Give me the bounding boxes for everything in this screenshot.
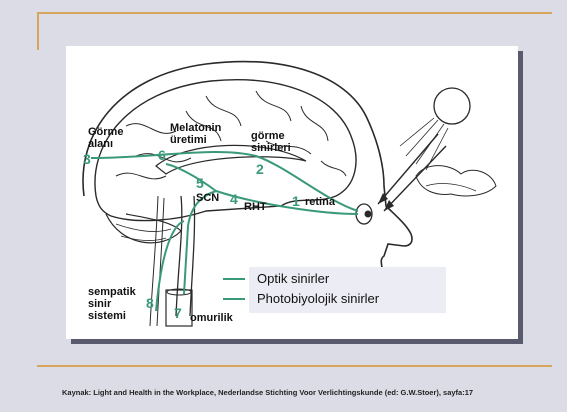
- legend-label-photo: Photobiyolojik sinirler: [257, 291, 379, 306]
- light-ray-2: [384, 146, 446, 211]
- sun: [434, 88, 470, 124]
- label-gorme-sinirleri: görme sinirleri: [251, 130, 291, 154]
- marker-4: 4: [230, 192, 238, 206]
- marker-8: 8: [146, 296, 154, 310]
- light-ray-1: [378, 134, 438, 204]
- marker-5: 5: [196, 176, 204, 190]
- marker-1: 1: [292, 194, 300, 208]
- head-outline: [83, 62, 412, 276]
- left-accent-line: [37, 12, 39, 50]
- legend-line-photo: [223, 298, 245, 300]
- label-omurilik: omurilik: [190, 312, 233, 324]
- brain-diagram: Görme alanı Melatonin üretimi görme sini…: [66, 46, 518, 339]
- top-accent-line: [37, 12, 552, 14]
- marker-6: 6: [158, 148, 166, 162]
- label-scn: SCN: [196, 192, 219, 204]
- label-rht: RHT: [244, 201, 267, 213]
- label-retina: retina: [305, 196, 335, 208]
- legend: Optik sinirler Photobiyolojik sinirler: [249, 267, 446, 313]
- label-sempatik: sempatik sinir sistemi: [88, 286, 136, 322]
- marker-3: 3: [83, 152, 91, 166]
- scn-to-spinal: [184, 191, 216, 294]
- marker-7: 7: [174, 306, 182, 320]
- legend-row-optik: Optik sinirler: [249, 269, 446, 289]
- pineal-path: [166, 164, 216, 191]
- legend-row-photo: Photobiyolojik sinirler: [249, 289, 446, 309]
- legend-label-optik: Optik sinirler: [257, 271, 329, 286]
- label-melatonin: Melatonin üretimi: [170, 122, 221, 146]
- legend-line-optik: [223, 278, 245, 280]
- marker-2: 2: [256, 162, 264, 176]
- source-caption: Kaynak: Light and Health in the Workplac…: [62, 388, 532, 397]
- bottom-accent-line: [37, 365, 552, 367]
- label-gorme-alani: Görme alanı: [88, 126, 123, 150]
